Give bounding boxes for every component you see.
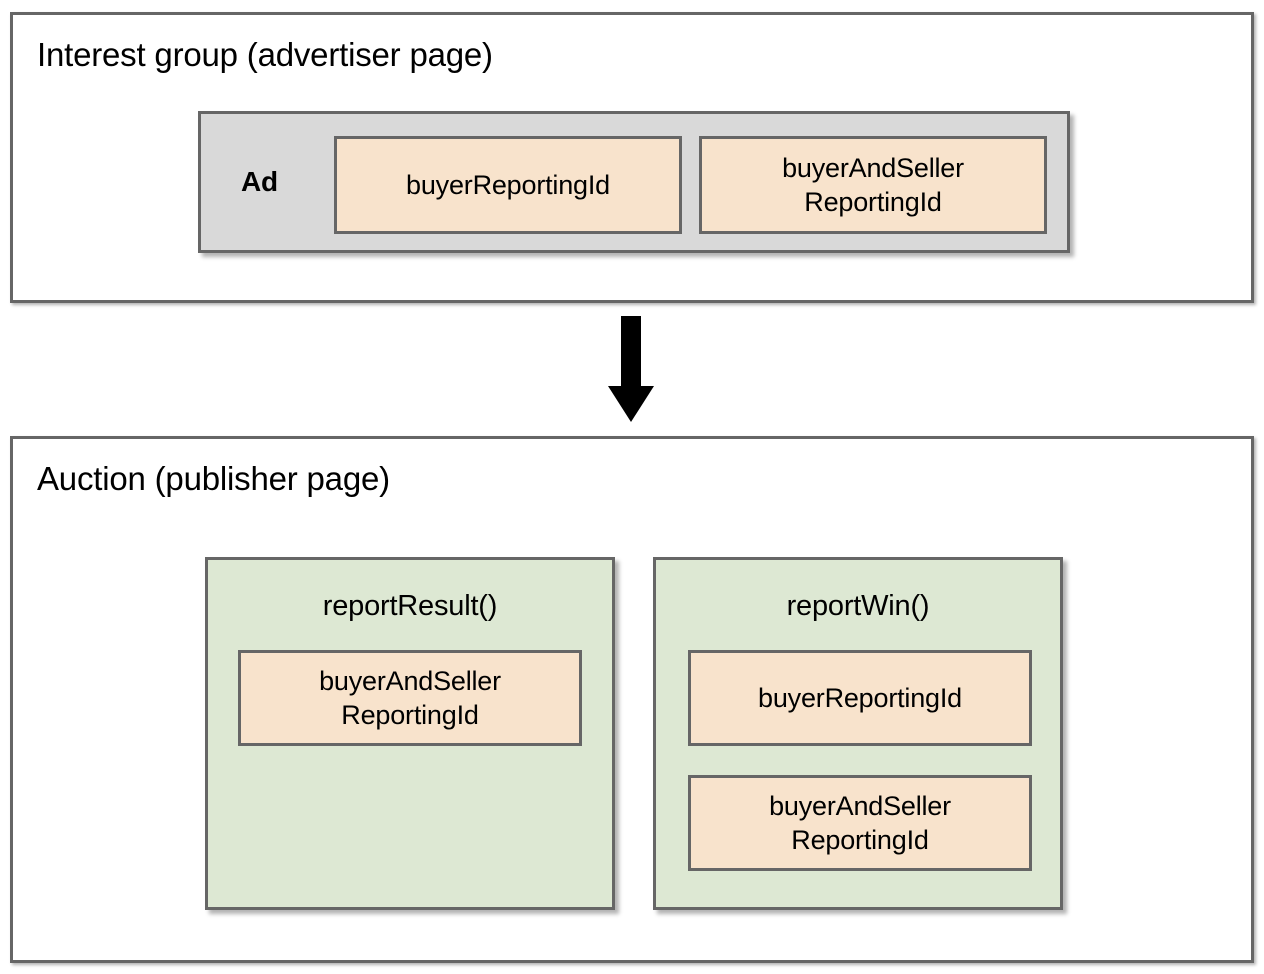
reporting-id-label: buyerReportingId: [406, 170, 610, 200]
reporting-id-label: buyerAndSeller ReportingId: [769, 789, 951, 857]
auction-title: Auction (publisher page): [37, 460, 390, 497]
reporting-id-label: buyerAndSeller ReportingId: [782, 151, 964, 219]
function-name-report-win: reportWin(): [786, 590, 930, 622]
reporting-id-box-buyer-and-seller-reporting-id: buyerAndSeller ReportingId: [699, 136, 1047, 234]
reporting-id-box-buyer-and-seller-reporting-id: buyerAndSeller ReportingId: [688, 775, 1032, 871]
reporting-id-box-buyer-reporting-id: buyerReportingId: [688, 650, 1032, 746]
interest-group-panel: Interest group (advertiser page) Ad buye…: [10, 12, 1254, 303]
down-arrow-icon: [608, 316, 654, 422]
reporting-id-label-line1: buyerAndSeller: [782, 153, 964, 183]
reporting-id-label-line1: buyerAndSeller: [769, 791, 951, 821]
function-box-report-win: reportWin() buyerReportingId buyerAndSel…: [653, 557, 1063, 910]
reporting-id-label: buyerReportingId: [758, 683, 962, 713]
reporting-id-box-buyer-reporting-id: buyerReportingId: [334, 136, 682, 234]
interest-group-title: Interest group (advertiser page): [37, 36, 493, 73]
reporting-id-label: buyerAndSeller ReportingId: [319, 664, 501, 732]
reporting-id-label-line2: ReportingId: [804, 187, 942, 217]
function-box-report-result: reportResult() buyerAndSeller ReportingI…: [205, 557, 615, 910]
ad-container: Ad buyerReportingId buyerAndSeller Repor…: [198, 111, 1070, 253]
reporting-id-label-line2: ReportingId: [791, 825, 929, 855]
function-name-report-result: reportResult(): [322, 590, 498, 622]
ad-label: Ad: [241, 166, 278, 197]
reporting-id-box-buyer-and-seller-reporting-id: buyerAndSeller ReportingId: [238, 650, 582, 746]
reporting-id-label-line2: ReportingId: [341, 700, 479, 730]
reporting-id-label-line1: buyerAndSeller: [319, 666, 501, 696]
auction-panel: Auction (publisher page) reportResult() …: [10, 436, 1254, 963]
